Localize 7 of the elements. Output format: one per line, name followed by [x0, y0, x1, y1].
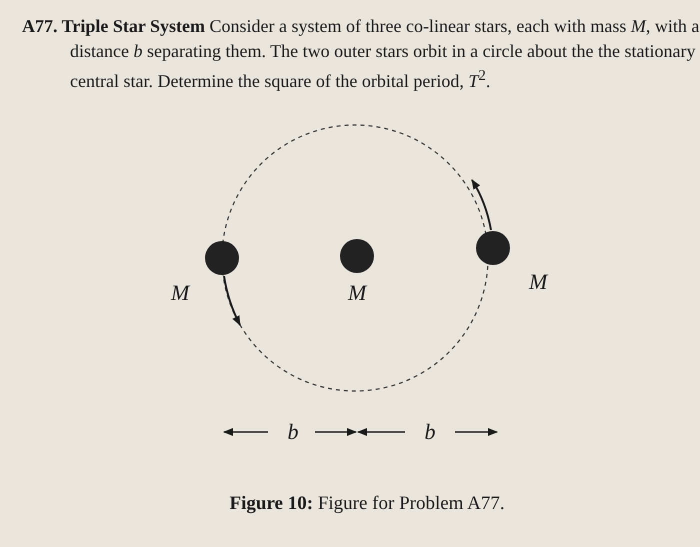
distance-label: b [288, 419, 298, 445]
mass-label: M [529, 269, 548, 295]
mass-label: M [348, 280, 366, 306]
problem-text: A77. Triple Star System Consider a system of three co-linear stars, each with mass M, with a distance b separating them. The two outer stars orbit in a circle about the the stationary central star. Determine the square of the orbital period, T$^{2}$. [22, 15, 700, 93]
figure-caption: Figure 10: Figure for Problem A77. [230, 493, 505, 515]
mass-label: M [171, 280, 190, 306]
distance-label: b [424, 419, 436, 445]
